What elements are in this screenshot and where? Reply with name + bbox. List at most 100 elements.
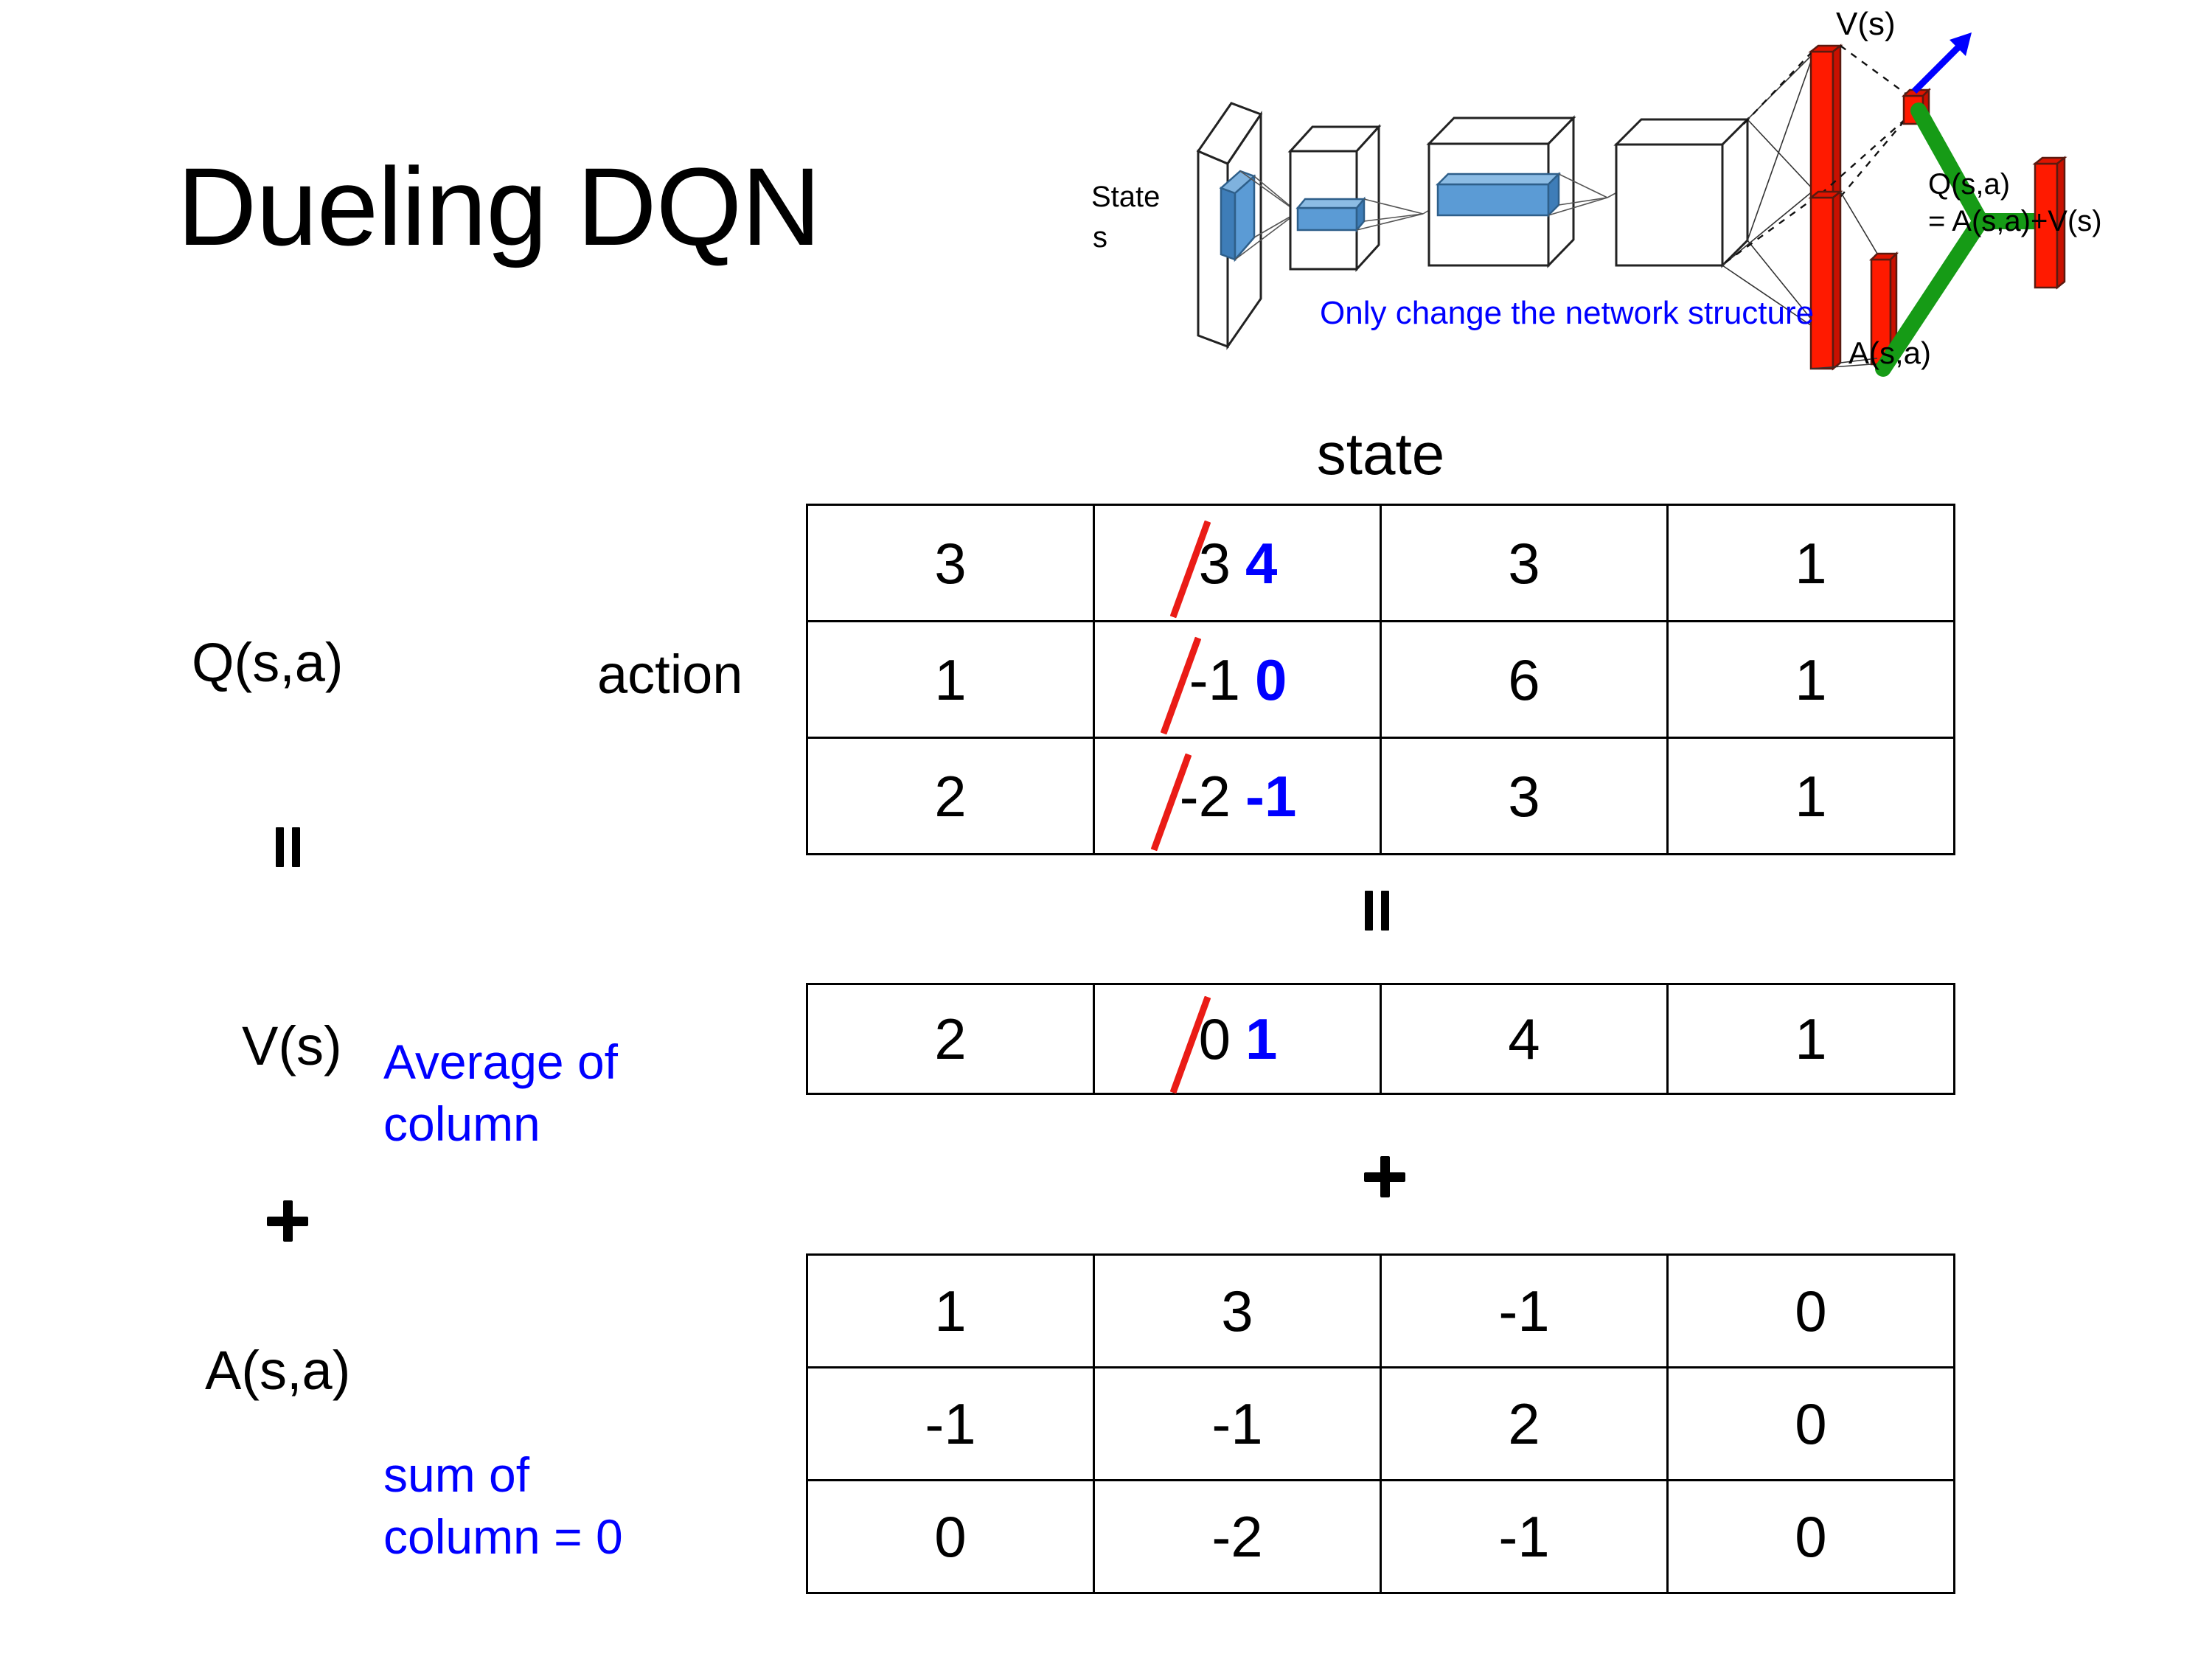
cell-value: 3 [1508,530,1540,596]
table-row: 2 -2-1 3 1 [806,737,1955,855]
table-cell[interactable]: 3 [1380,737,1669,855]
state-axis-header: state [1316,421,1445,487]
cell-value: 1 [1795,1006,1827,1071]
feature-slab-2-icon [1435,171,1562,218]
advantage-stream-links [1810,191,1878,369]
table-row: 1 3 -1 0 [806,1253,1955,1368]
q-output-label-line1: Q(s,a) [1928,168,2011,201]
value-stream-dashed-links [1725,45,1907,263]
table-cell[interactable]: 1 [1666,983,1955,1095]
table-cell[interactable]: 1 [1666,620,1955,739]
value-output-arrow-icon [1911,32,1972,94]
table-row: -1 -1 2 0 [806,1366,1955,1481]
network-architecture-svg [1196,32,2067,377]
table-cell[interactable]: -1 [1380,1479,1669,1594]
advantage-function-label: A(s,a) [205,1340,351,1401]
table-cell[interactable]: 2 [1380,1366,1669,1481]
cell-value: 3 [934,530,967,596]
q-output-label-line2: = A(s,a)+V(s) [1928,205,2102,237]
cell-value: 3 [1508,763,1540,829]
cell-value: 1 [934,1279,967,1343]
cell-value: -2 [1211,1504,1263,1569]
q-output-bar-icon [2032,156,2067,290]
struck-through-value: 3 [1198,530,1231,596]
cell-value: 1 [1795,763,1827,829]
feature-slab-1-icon [1295,196,1366,233]
value-function-label: V(s) [242,1015,342,1077]
cell-value: -1 [1498,1279,1550,1343]
table-cell[interactable]: 6 [1380,620,1669,739]
cell-value: 2 [1508,1391,1540,1456]
table-cell[interactable]: 1 [806,620,1095,739]
cell-value: 2 [934,1006,967,1071]
table-cell[interactable]: 1 [1666,737,1955,855]
cell-value: 0 [1795,1391,1827,1456]
average-of-column-note: Average of column [383,1034,619,1152]
struck-through-value: 0 [1198,1006,1231,1071]
cell-value: 0 [1795,1279,1827,1343]
plus-sign-left [267,1200,308,1242]
corrected-value: 4 [1245,530,1278,596]
struck-through-value: -1 [1189,647,1240,712]
table-cell[interactable]: 3 [1380,504,1669,622]
cell-value: 1 [934,647,967,712]
cell-value: 0 [934,1504,967,1569]
conv-block-3-icon [1613,116,1750,268]
advantage-stream-label: A(s,a) [1848,335,1932,370]
corrected-cell: -2-1 [1178,768,1297,825]
equals-sign-left [271,827,305,867]
table-cell[interactable]: 2 [806,737,1095,855]
plus-sign-between-v-and-a [1364,1156,1405,1197]
table-cell[interactable]: 3 [1093,1253,1382,1368]
table-cell[interactable]: -2-1 [1093,737,1382,855]
table-cell[interactable]: 4 [1380,983,1669,1095]
table-cell[interactable]: 2 [806,983,1095,1095]
table-cell[interactable]: 1 [1666,504,1955,622]
table-cell[interactable]: 1 [806,1253,1095,1368]
q-function-label: Q(s,a) [192,632,344,693]
network-input-label-line1: State [1091,181,1161,213]
page-title: Dueling DQN [177,145,821,268]
cell-value: 4 [1508,1006,1540,1071]
table-cell[interactable]: -1 [1380,1253,1669,1368]
cell-value: 3 [1221,1279,1253,1343]
cell-value: -1 [1211,1391,1263,1456]
struck-through-value: -2 [1179,763,1231,829]
cell-value: -1 [925,1391,976,1456]
cell-value: 6 [1508,647,1540,712]
table-cell[interactable]: -2 [1093,1479,1382,1594]
cell-value: 0 [1795,1504,1827,1569]
sum-of-column-note: sum of column = 0 [383,1447,623,1565]
table-row: 0 -2 -1 0 [806,1479,1955,1594]
table-cell[interactable]: -1 [1093,1366,1382,1481]
corrected-value: 0 [1254,647,1287,712]
equals-sign-between-q-and-v [1360,891,1394,931]
a-value-table-body: 1 3 -1 0 -1 -1 2 0 0 -2 -1 0 [806,1253,1955,1594]
table-cell[interactable]: 0 [1666,1479,1955,1594]
table-cell[interactable]: 0 [1666,1366,1955,1481]
network-input-label-line2: s [1093,221,1107,254]
advantage-output-bar-icon [1868,251,1899,367]
action-axis-header: action [597,644,743,705]
corrected-value: 1 [1245,1006,1278,1071]
table-cell[interactable]: 0 [806,1479,1095,1594]
table-cell[interactable]: 3 [806,504,1095,622]
aggregation-links-icon [1875,102,2048,377]
table-cell[interactable]: -1 [806,1366,1095,1481]
value-stream-label: V(s) [1836,6,1896,42]
cell-value: -1 [1498,1504,1550,1569]
corrected-value: -1 [1245,763,1297,829]
cell-value: 1 [1795,647,1827,712]
table-cell[interactable]: 0 [1666,1253,1955,1368]
cell-value: 2 [934,763,967,829]
advantage-stream-bar-icon [1808,189,1843,371]
